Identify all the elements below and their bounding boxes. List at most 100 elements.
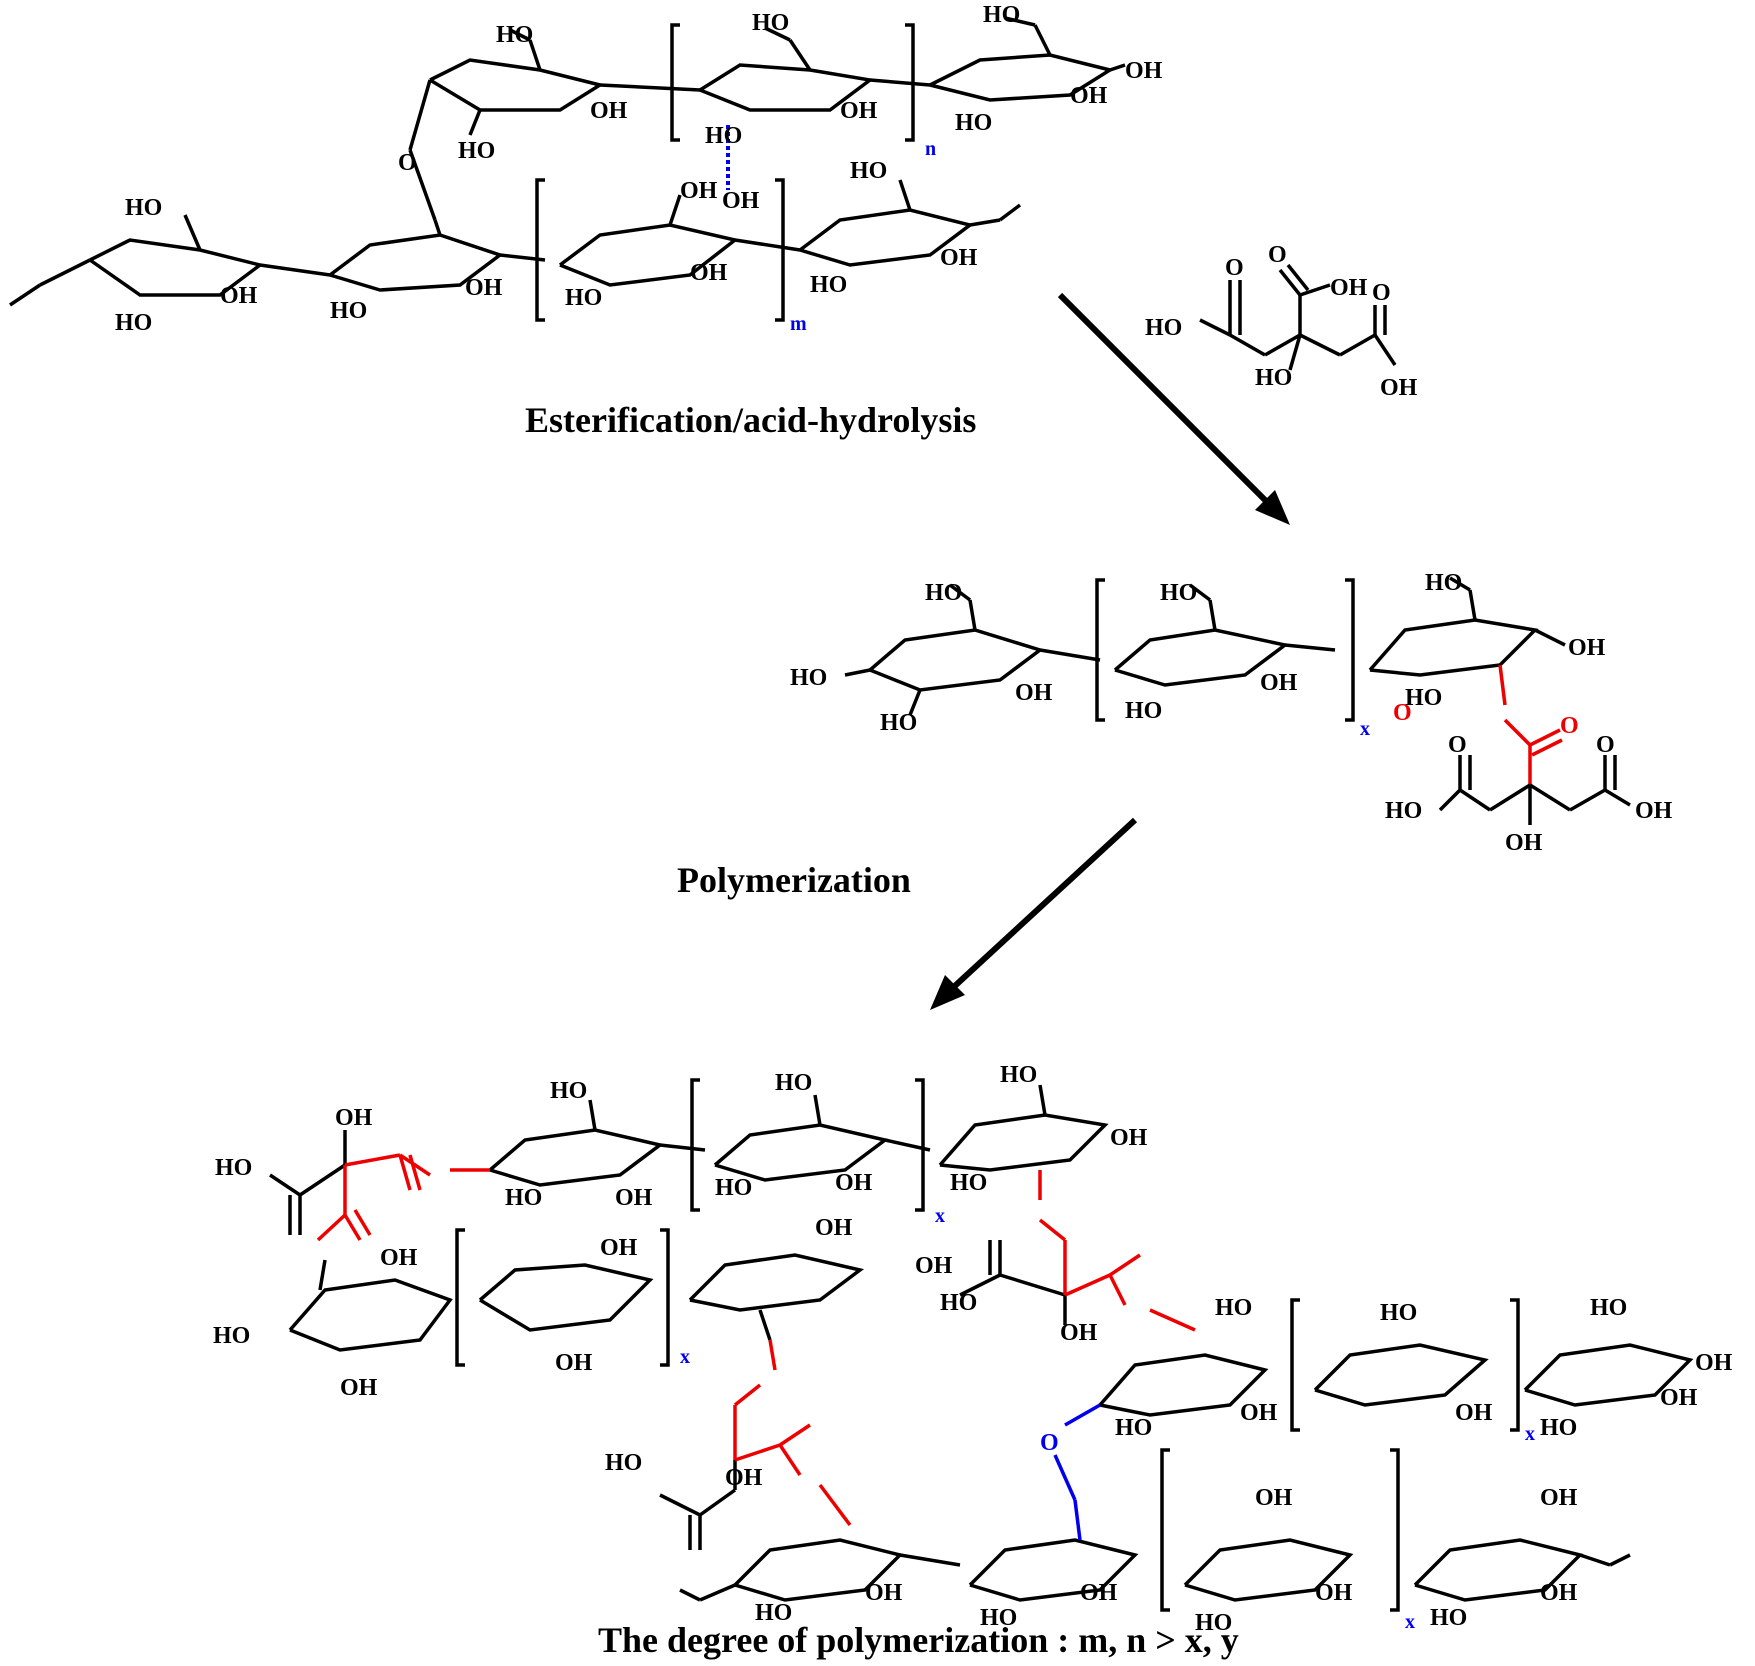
atom-label: OH [380,1245,418,1271]
atom-label: HO [1380,1300,1417,1326]
atom-label: HO [755,1600,792,1626]
atom-label: OH [1455,1400,1493,1426]
atom-label: OH [1380,375,1418,401]
atom-label: HO [1425,570,1462,596]
atom-label: HO [1540,1415,1577,1441]
atom-label: O [398,150,417,176]
step-2-label: Polymerization [677,860,911,900]
atom-label: HO [1405,685,1442,711]
atom-label: OH [915,1253,953,1279]
subscript-x: x [935,1205,945,1227]
subscript-x: x [1405,1611,1415,1633]
atom-label: HO [1115,1415,1152,1441]
atom-label: HO [790,665,827,691]
atom-label: OH [1540,1485,1578,1511]
subscript-n: n [925,138,936,160]
atom-label: OH [865,1580,903,1606]
subscript-x: x [680,1346,690,1368]
atom-label: OH [1540,1580,1578,1606]
atom-label: HO [880,710,917,736]
atom-label: OH [465,275,503,301]
atom-label: HO [213,1323,250,1349]
atom-label: O [1372,280,1391,306]
atom-label: OH [815,1215,853,1241]
atom-label: OH [680,178,718,204]
atom-label: OH [1695,1350,1733,1376]
atom-label: HO [125,195,162,221]
atom-label: O [1393,700,1412,726]
atom-label: OH [690,260,728,286]
atom-label: O [1040,1430,1059,1456]
atom-label: OH [1080,1580,1118,1606]
atom-label: HO [980,1605,1017,1631]
atom-label: OH [220,283,258,309]
glycosidic-crosslink [1053,1403,1101,1541]
atom-label: HO [752,10,789,36]
atom-label: OH [1505,830,1543,856]
subscript-m: m [790,313,807,335]
atom-label: HO [705,123,742,149]
caption: The degree of polymerization : m, n > x,… [598,1620,1239,1660]
atom-label: HO [1125,698,1162,724]
atom-label: OH [1240,1400,1278,1426]
atom-label: HO [458,138,495,164]
atom-label: HO [810,272,847,298]
atom-label: HO [115,310,152,336]
atom-label: HO [565,285,602,311]
atom-label: HO [715,1175,752,1201]
crosslinked-network-labels: HO HO OH HO HO OH x HO OH HO HO OH HO OH… [213,1062,1733,1636]
reaction-arrow-1 [1057,292,1290,525]
esterified-chain [844,576,1566,722]
atom-label: HO [1215,1295,1252,1321]
atom-label: HO [1255,365,1292,391]
atom-label: HO [1145,315,1182,341]
atom-label: HO [1160,580,1197,606]
atom-label: OH [615,1185,653,1211]
atom-label: OH [1568,635,1606,661]
reaction-arrow-2 [930,817,1138,1010]
atom-label: HO [775,1070,812,1096]
atom-label: OH [340,1375,378,1401]
atom-label: OH [1110,1125,1148,1151]
atom-label: HO [1385,798,1422,824]
citric-acid-labels: HO O O OH HO O OH [1145,242,1418,401]
atom-label: HO [1195,1610,1232,1636]
atom-label: O [1225,255,1244,281]
esterified-chain-labels: HO HO OH HO HO OH HO x HO OH HO O O O HO… [790,570,1673,856]
atom-label: OH [1635,798,1673,824]
atom-label: HO [850,158,887,184]
atom-label: HO [605,1450,642,1476]
atom-label: HO [1000,1062,1037,1088]
atom-label: O [1560,713,1579,739]
atom-label: OH [840,98,878,124]
atom-label: OH [725,1465,763,1491]
citrate-pendant [1438,755,1631,825]
atom-label: HO [955,110,992,136]
atom-label: OH [835,1170,873,1196]
atom-label: OH [1060,1320,1098,1346]
atom-label: HO [950,1170,987,1196]
atom-label: HO [496,22,533,48]
atom-label: HO [1590,1295,1627,1321]
subscript-x: x [1525,1423,1535,1445]
starch-atom-labels: HO OH HO HO OH HO HO OH OH HO OH O HO OH… [115,2,1163,336]
crosslinked-network [269,1078,1694,1612]
atom-label: HO [925,580,962,606]
atom-label: OH [590,98,628,124]
atom-label: OH [1330,275,1368,301]
ester-linkage [1498,664,1563,785]
atom-label: HO [940,1290,977,1316]
step-1-label: Esterification/acid-hydrolysis [525,400,976,440]
crosslink-esters [316,1153,1196,1527]
atom-label: OH [335,1105,373,1131]
atom-label: HO [1430,1605,1467,1631]
atom-label: HO [215,1155,252,1181]
atom-label: O [1596,732,1615,758]
atom-label: OH [555,1350,593,1376]
atom-label: HO [550,1078,587,1104]
starch-structure [9,16,1126,322]
atom-label: OH [940,245,978,271]
subscript-x: x [1360,718,1370,740]
atom-label: OH [1660,1385,1698,1411]
